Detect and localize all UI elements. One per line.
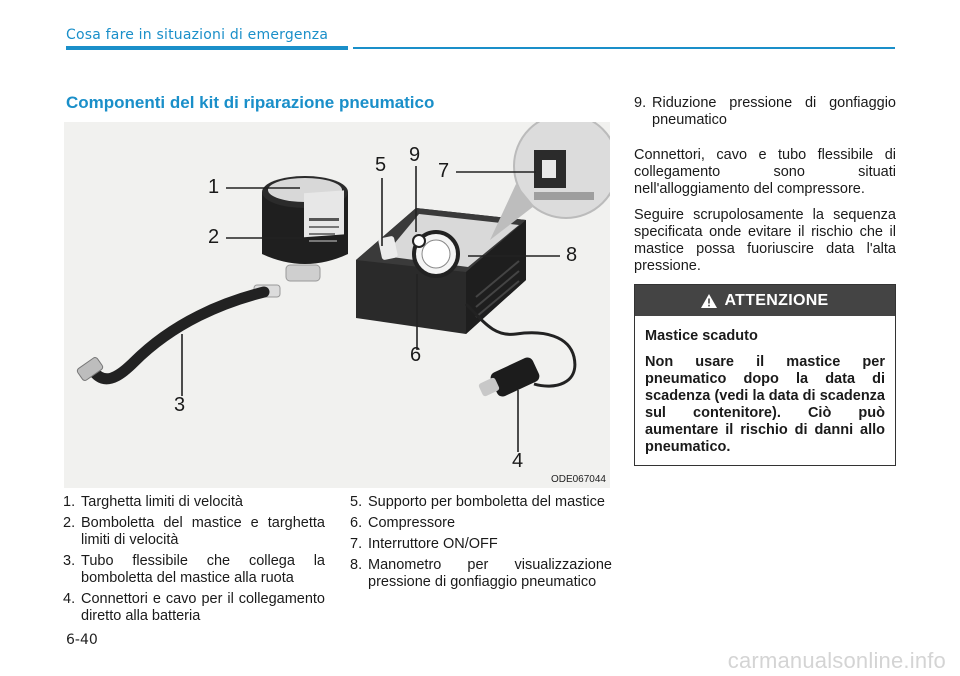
item-text: Bomboletta del mastice e targhetta limit… <box>81 515 325 548</box>
item-text: Supporto per bomboletta del mastice <box>368 494 605 510</box>
warning-body: Mastice scaduto Non usare il mastice per… <box>635 316 895 456</box>
item-text: Interruttore ON/OFF <box>368 536 498 552</box>
callout-7: 7 <box>438 160 450 182</box>
callout-4: 4 <box>512 450 524 472</box>
section-title: Componenti del kit di riparazione pneuma… <box>66 93 435 112</box>
item-number: 2. <box>63 515 76 531</box>
warning-box: ATTENZIONE Mastice scaduto Non usare il … <box>634 284 896 466</box>
warning-subtitle: Mastice scaduto <box>645 328 758 344</box>
header-rule-thick <box>66 46 348 50</box>
item-number: 9. <box>634 95 647 111</box>
sealant-bottle <box>262 176 348 264</box>
item-number: 7. <box>350 536 363 552</box>
right-column: 9. Riduzione pressione di gonfiaggio pne… <box>634 95 896 284</box>
callout-5: 5 <box>375 154 387 176</box>
item-number: 3. <box>63 553 76 569</box>
component-list-middle: 5. Supporto per bomboletta del mastice 6… <box>350 494 612 595</box>
callout-2: 2 <box>208 226 220 248</box>
item-text: Connettori e cavo per il collega­mento d… <box>81 591 325 624</box>
item-number: 4. <box>63 591 76 607</box>
watermark: carmanualsonline.info <box>727 648 946 673</box>
warning-text: Non usare il mastice per pneumatico dopo… <box>645 354 885 455</box>
callout-3: 3 <box>174 394 186 416</box>
page-number: 6-40 <box>66 632 98 648</box>
item-text: Targhetta limiti di velocità <box>81 494 243 510</box>
list-item: 2. Bomboletta del mastice e targhetta li… <box>63 515 325 549</box>
figure-code: ODE067044 <box>550 474 606 485</box>
header-rule-thin <box>353 47 895 49</box>
item-number: 5. <box>350 494 363 510</box>
item-text: Manometro per visualizzazione pressione … <box>368 557 612 590</box>
list-item: 7. Interruttore ON/OFF <box>350 536 612 553</box>
item-number: 8. <box>350 557 363 573</box>
callout-9: 9 <box>409 144 421 166</box>
item-number: 1. <box>63 494 76 510</box>
callout-8: 8 <box>566 244 578 266</box>
item-text: Tubo flessibile che collega la bombolett… <box>81 553 325 586</box>
item-text: Riduzione pressione di gonfiaggio pneuma… <box>652 95 896 128</box>
header-title: Cosa fare in situazioni di emergenza <box>66 27 329 43</box>
list-item: 8. Manometro per visualizzazione pressio… <box>350 557 612 591</box>
item-text: Compressore <box>368 515 456 531</box>
power-plug <box>478 357 540 397</box>
list-item: 6. Compressore <box>350 515 612 532</box>
warning-triangle-icon <box>701 293 718 308</box>
callout-6: 6 <box>410 344 422 366</box>
repair-kit-figure: 1 2 3 4 5 6 7 8 9 ODE067044 <box>64 122 610 488</box>
warning-heading: ATTENZIONE <box>724 291 829 309</box>
list-item: 3. Tubo flessibile che collega la bombol… <box>63 553 325 587</box>
component-list-left: 1. Targhetta limiti di velocità 2. Bombo… <box>63 494 325 629</box>
paragraph: Seguire scrupolosamente la sequenza spec… <box>634 207 896 274</box>
repair-kit-illustration <box>76 122 610 452</box>
warning-header: ATTENZIONE <box>635 285 895 316</box>
list-item: 4. Connettori e cavo per il collega­ment… <box>63 591 325 625</box>
list-item: 1. Targhetta limiti di velocità <box>63 494 325 511</box>
list-item: 9. Riduzione pressione di gonfiaggio pne… <box>634 95 896 129</box>
paragraph: Connettori, cavo e tubo flessibile di co… <box>634 147 896 197</box>
list-item: 5. Supporto per bomboletta del mastice <box>350 494 612 511</box>
callout-1: 1 <box>208 176 220 198</box>
switch-inset <box>490 122 610 240</box>
item-number: 6. <box>350 515 363 531</box>
